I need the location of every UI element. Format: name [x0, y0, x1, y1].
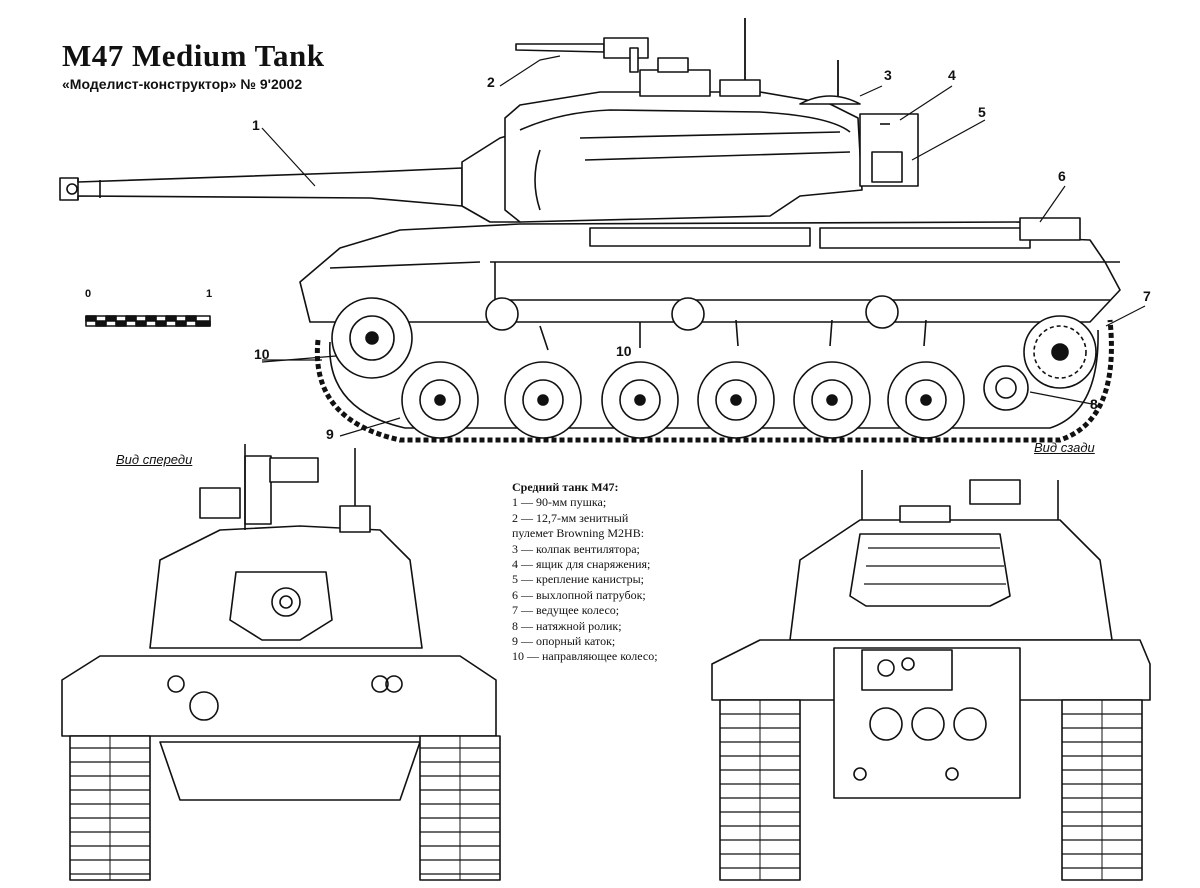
scale-min-label: 0: [85, 288, 92, 300]
callout-4: 4: [948, 67, 956, 83]
road-wheels: [401, 361, 1029, 439]
callout-2: 2: [487, 74, 495, 90]
page-subtitle: «Моделист-конструктор» № 9'2002: [62, 76, 303, 92]
callout-3: 3: [884, 67, 892, 83]
callout-5: 5: [978, 104, 986, 120]
callout-7: 7: [1143, 288, 1151, 304]
legend-item: 3 — колпак вентилятора;: [512, 541, 640, 556]
callout-1: 1: [252, 117, 260, 133]
legend: Средний танк М47: 1 — 90-мм пушка; 2 — 1…: [512, 480, 722, 665]
callout-8: 8: [1090, 396, 1098, 412]
front-view: [61, 444, 501, 881]
legend-item: 7 — ведущее колесо;: [512, 603, 620, 618]
callout-9: 9: [326, 426, 334, 442]
legend-item: 6 — выхлопной патрубок;: [512, 587, 646, 602]
legend-item: 10 — направляющее колесо;: [512, 649, 658, 664]
idler-wheel: [331, 297, 413, 379]
legend-item: 2 — 12,7-мм зенитный: [512, 510, 629, 525]
callout-10-left: 10: [254, 346, 270, 362]
page-title: M47 Medium Tank: [62, 38, 325, 73]
callout-10-mid: 10: [616, 343, 632, 359]
callout-6: 6: [1058, 168, 1066, 184]
rear-view-label: Вид сзади: [1034, 440, 1095, 455]
legend-item: 8 — натяжной ролик;: [512, 618, 622, 633]
legend-item: 9 — опорный каток;: [512, 634, 616, 649]
sprocket-wheel: [1023, 315, 1097, 389]
legend-item: пулемет Browning M2HB:: [512, 526, 645, 541]
legend-heading: Средний танк М47:: [512, 480, 619, 494]
scale-max-label: 1: [206, 288, 213, 300]
scale-bar: [85, 315, 211, 327]
legend-item: 5 — крепление канистры;: [512, 572, 644, 587]
front-view-label: Вид спереди: [116, 452, 193, 467]
rear-view: [711, 470, 1151, 881]
legend-item: 1 — 90-мм пушка;: [512, 495, 607, 510]
side-view: [59, 18, 1146, 443]
legend-item: 4 — ящик для снаряжения;: [512, 557, 651, 572]
